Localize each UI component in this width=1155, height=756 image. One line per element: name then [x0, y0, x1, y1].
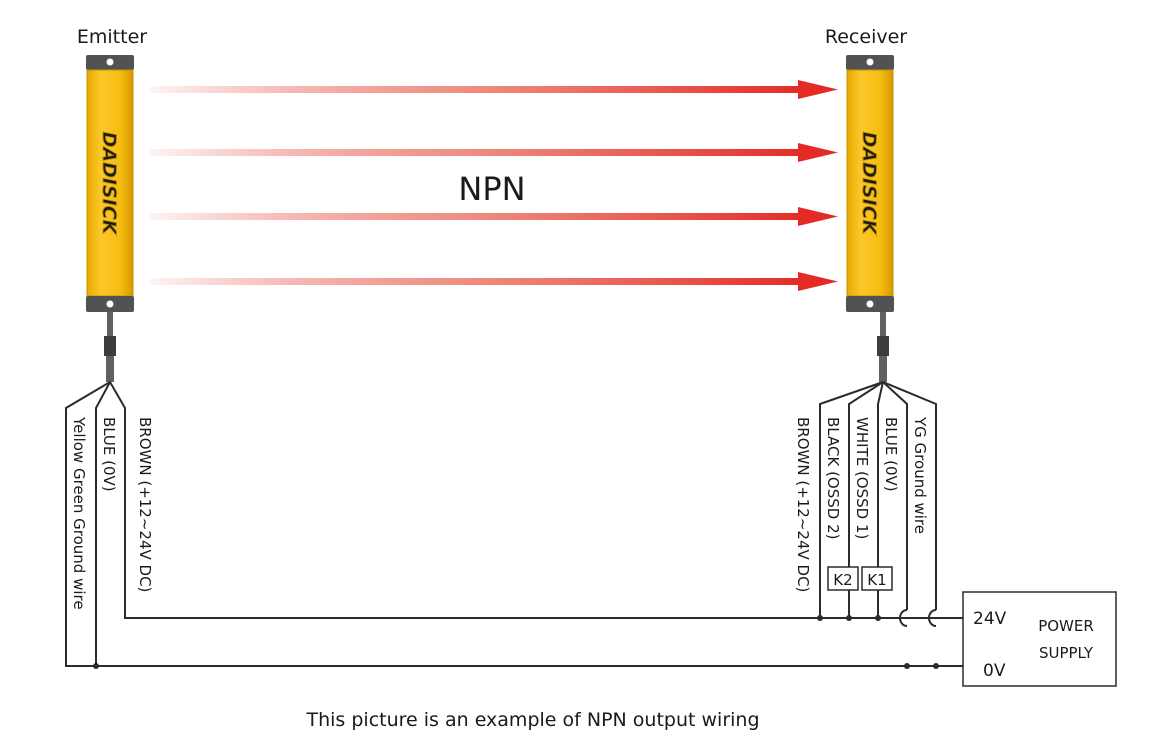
emitter-unit: DADISICK: [86, 55, 134, 382]
emitter-wire-label-ground: Yellow Green Ground wire: [70, 416, 88, 610]
emitter-ground-wire: [65, 381, 963, 667]
mount-hole-icon: [106, 300, 114, 308]
receiver-wire-label-brown: BROWN (+12~24V DC): [794, 417, 812, 592]
beam-2: [150, 149, 800, 156]
mount-hole-icon: [866, 300, 874, 308]
junction-dot: [904, 663, 910, 669]
relay-k1: K1: [861, 566, 893, 591]
junction-dot: [93, 663, 99, 669]
emitter-wire-label-brown: BROWN (+12~24V DC): [136, 417, 154, 592]
relay-k1-label: K1: [867, 571, 886, 589]
emitter-brand-logo: DADISICK: [98, 132, 120, 236]
emitter-connector-tail: [106, 356, 114, 382]
emitter-wire-label-blue: BLUE (0V): [100, 417, 118, 492]
emitter-wiring: [65, 381, 963, 669]
power-supply-name-line1: POWER: [1038, 617, 1094, 635]
receiver-yg-wire: [882, 381, 937, 610]
wire-crossover-icon: [928, 609, 937, 627]
receiver-wire-label-black: BLACK (OSSD 2): [824, 417, 842, 539]
relay-k2: K2: [827, 566, 859, 591]
receiver-wire-label-white: WHITE (OSSD 1): [853, 417, 871, 539]
beam-3: [150, 213, 800, 220]
emitter-cable: [107, 312, 113, 336]
receiver-wire-label-yg: YG Ground wire: [911, 416, 929, 534]
emitter-housing: [86, 69, 134, 297]
relay-k1-box: [861, 566, 893, 591]
receiver-white-wire: [877, 381, 884, 567]
arrow-head-icon: [798, 272, 838, 291]
beam-1: [150, 86, 800, 93]
light-beams: [150, 80, 838, 291]
receiver-brand-logo: DADISICK: [858, 132, 880, 236]
power-supply: 24V 0V POWER SUPPLY: [962, 591, 1117, 687]
arrow-head-icon: [798, 207, 838, 226]
npn-label: NPN: [458, 170, 525, 208]
caption: This picture is an example of NPN output…: [305, 709, 759, 731]
relay-k2-box: [827, 566, 859, 591]
receiver-blue-wire: [882, 381, 908, 610]
mount-hole-icon: [106, 58, 114, 66]
junction-dot: [933, 663, 939, 669]
junction-dot: [875, 615, 881, 621]
power-supply-name-line2: SUPPLY: [1039, 644, 1094, 662]
receiver-unit: DADISICK: [846, 55, 894, 382]
receiver-wiring: [817, 381, 939, 669]
emitter-blue-wire: [95, 381, 111, 666]
beam-4: [150, 278, 800, 285]
mount-hole-icon: [866, 58, 874, 66]
receiver-connector-tail: [879, 356, 887, 382]
receiver-title: Receiver: [825, 26, 907, 48]
power-supply-0v: 0V: [983, 661, 1006, 681]
receiver-cable: [880, 312, 886, 336]
receiver-brown-wire: [819, 381, 884, 618]
receiver-wire-label-blue: BLUE (0V): [882, 417, 900, 492]
emitter-connector: [104, 336, 116, 356]
receiver-black-wire: [848, 381, 884, 567]
arrow-head-icon: [798, 80, 838, 99]
arrow-head-icon: [798, 143, 838, 162]
relay-k2-label: K2: [833, 571, 852, 589]
junction-dot: [817, 615, 823, 621]
emitter-brown-wire: [109, 381, 963, 619]
receiver-connector: [877, 336, 889, 356]
emitter-title: Emitter: [77, 26, 147, 48]
power-supply-24v: 24V: [973, 609, 1007, 629]
junction-dot: [846, 615, 852, 621]
power-supply-box: [962, 591, 1117, 687]
wire-crossover-icon: [899, 609, 908, 627]
